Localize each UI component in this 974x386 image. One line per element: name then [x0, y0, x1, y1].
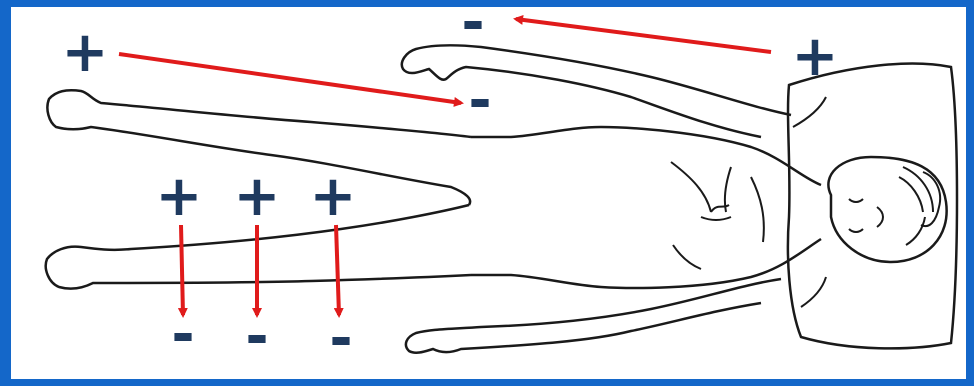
body-outline-diagram: + - - + + + + - - - — [11, 7, 966, 379]
minus-sign-upper-right: - — [461, 7, 484, 55]
minus-sign-leg-3: - — [329, 306, 352, 371]
plus-sign-leg-2: + — [234, 164, 281, 229]
torso-outline — [471, 127, 821, 288]
minus-sign-upper-left: - — [468, 68, 491, 133]
head-outline — [828, 157, 946, 262]
arrow-upper-right — [516, 19, 771, 52]
arrow-upper-left — [119, 54, 461, 103]
plus-sign-leg-3: + — [310, 164, 357, 229]
plus-sign-upper-left: + — [62, 20, 109, 85]
plus-sign-upper-right: + — [792, 24, 839, 89]
plus-sign-leg-1: + — [156, 164, 203, 229]
minus-sign-leg-1: - — [171, 302, 194, 367]
minus-sign-leg-2: - — [245, 304, 268, 369]
face-features — [849, 167, 933, 245]
pillow-outline — [788, 64, 957, 349]
figure-panel: + - - + + + + - - - — [11, 7, 966, 379]
arm-lower — [406, 279, 781, 353]
arm-upper — [402, 45, 791, 137]
pillow-crease — [793, 97, 826, 307]
arrow-leg-3 — [336, 225, 339, 315]
chest-lines — [671, 162, 764, 269]
